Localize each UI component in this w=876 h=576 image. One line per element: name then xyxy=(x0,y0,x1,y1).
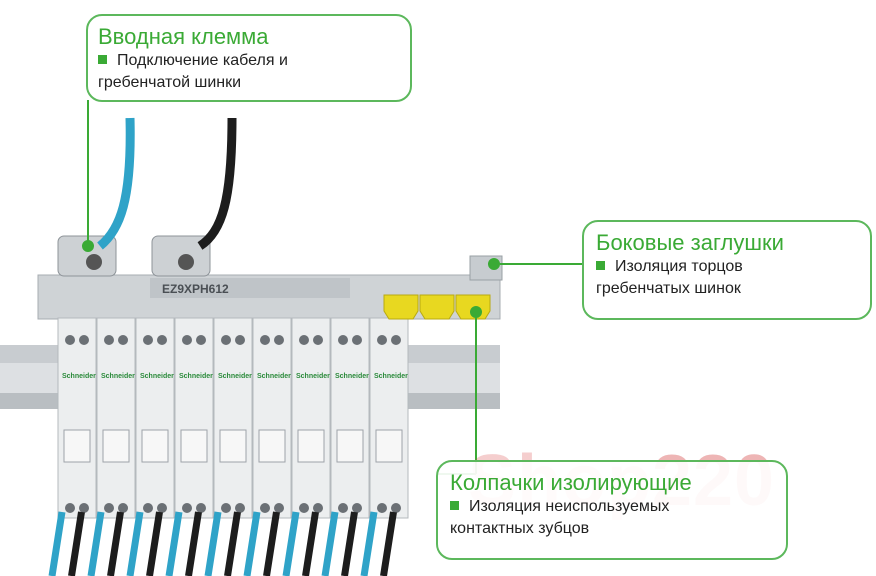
breaker-module: Schneider xyxy=(57,317,97,519)
breaker-module: Schneider xyxy=(252,317,292,519)
bullet-icon xyxy=(98,55,107,64)
callout-insulating-caps: Колпачки изолирующие Изоляция неиспользу… xyxy=(436,460,788,560)
brand-label: Schneider xyxy=(374,373,408,380)
blue-cable xyxy=(97,117,135,250)
brand-label: Schneider xyxy=(296,373,330,380)
outgoing-cable xyxy=(302,511,319,576)
outgoing-cable xyxy=(48,511,66,576)
breaker-module: Schneider xyxy=(291,317,331,519)
callout-title: Вводная клемма xyxy=(98,24,269,49)
outgoing-cable xyxy=(146,511,163,576)
breaker-module: Schneider xyxy=(96,317,136,519)
outgoing-cable xyxy=(321,511,339,576)
outgoing-cable xyxy=(68,511,85,576)
busbar-label: EZ9XPH612 xyxy=(162,282,229,296)
yellow-cap xyxy=(383,294,419,320)
black-cable xyxy=(197,117,237,250)
outgoing-cable xyxy=(185,511,202,576)
callout-title: Боковые заглушки xyxy=(596,230,784,255)
yellow-cap xyxy=(419,294,455,320)
brand-label: Schneider xyxy=(140,373,174,380)
callout-input-terminal: Вводная клемма Подключение кабеля и греб… xyxy=(86,14,412,102)
outgoing-cable xyxy=(282,511,300,576)
outgoing-cable xyxy=(380,511,397,576)
breaker-module: Schneider xyxy=(369,317,409,519)
insulating-caps-group xyxy=(383,294,491,320)
brand-label: Schneider xyxy=(179,373,213,380)
outgoing-cable xyxy=(243,511,261,576)
outgoing-cable xyxy=(107,511,124,576)
callout-line: гребенчатых шинок xyxy=(596,280,741,297)
brand-label: Schneider xyxy=(62,373,96,380)
brand-label: Schneider xyxy=(335,373,369,380)
outgoing-cable xyxy=(224,511,241,576)
callout-line: Подключение кабеля и xyxy=(98,50,398,72)
callout-title: Колпачки изолирующие xyxy=(450,470,692,495)
outgoing-cable xyxy=(341,511,358,576)
callout-line: Изоляция неиспользуемых xyxy=(450,496,774,518)
outgoing-cable xyxy=(204,511,222,576)
brand-label: Schneider xyxy=(257,373,291,380)
callout-side-caps: Боковые заглушки Изоляция торцов гребенч… xyxy=(582,220,872,320)
breaker-modules: Schneider Schneider Schneider Schneider Schn… xyxy=(57,317,409,519)
bullet-icon xyxy=(596,261,605,270)
outgoing-cable xyxy=(126,511,144,576)
input-terminal-right xyxy=(151,235,211,277)
outgoing-cable xyxy=(360,511,378,576)
callout-line: контактных зубцов xyxy=(450,520,590,537)
callout-line: Изоляция торцов xyxy=(596,256,858,278)
breaker-module: Schneider xyxy=(174,317,214,519)
breaker-module: Schneider xyxy=(330,317,370,519)
outgoing-cable xyxy=(263,511,280,576)
callout-line: гребенчатой шинки xyxy=(98,74,242,91)
outgoing-cable xyxy=(87,511,105,576)
bottom-cables xyxy=(48,511,397,576)
outgoing-cable xyxy=(165,511,183,576)
brand-label: Schneider xyxy=(101,373,135,380)
breaker-module: Schneider xyxy=(213,317,253,519)
breaker-module: Schneider xyxy=(135,317,175,519)
brand-label: Schneider xyxy=(218,373,252,380)
bullet-icon xyxy=(450,501,459,510)
